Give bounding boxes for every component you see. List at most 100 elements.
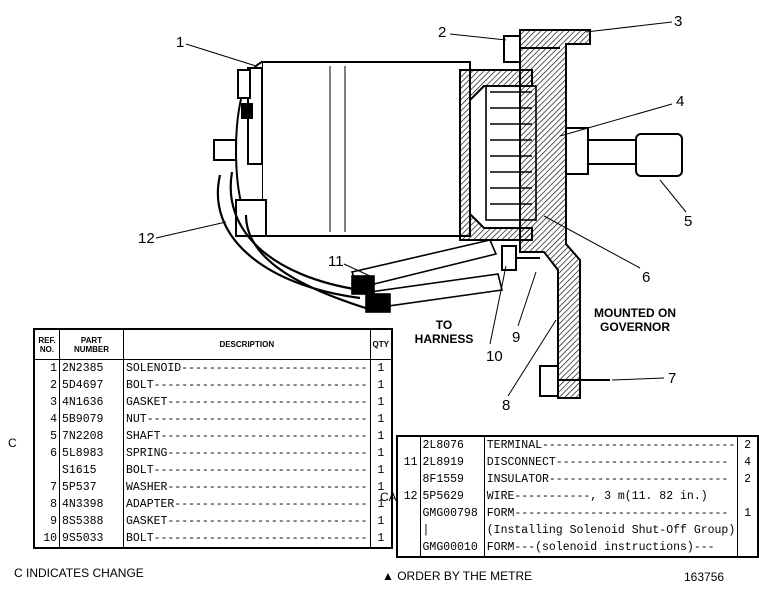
callout-8: 8 bbox=[502, 397, 511, 414]
cell-qty: 1 bbox=[369, 513, 393, 530]
bolt-top bbox=[503, 35, 560, 63]
cell-qty: 1 bbox=[369, 445, 393, 462]
col-description: DESCRIPTION bbox=[123, 328, 371, 360]
drawing-number: 163756 bbox=[684, 570, 725, 584]
leader-lines bbox=[155, 21, 687, 397]
callout-6: 6 bbox=[642, 269, 651, 286]
cell-desc: (Installing Solenoid Shut-Off Group) bbox=[483, 522, 739, 539]
cell-desc: ADAPTER---------------------------- bbox=[123, 496, 371, 513]
cell-qty: 1 bbox=[369, 496, 393, 513]
shaft bbox=[565, 127, 683, 177]
cell-desc: TERMINAL---------------------------- bbox=[483, 436, 739, 454]
order-note: ▲ ORDER BY THE METRE bbox=[382, 569, 533, 583]
col-part-number: PART NUMBER bbox=[59, 328, 124, 360]
bolt-left bbox=[501, 245, 540, 271]
cell-desc: BOLT------------------------------- bbox=[123, 530, 371, 548]
cell-ref: 10 bbox=[33, 530, 60, 548]
callout-11: 11 bbox=[328, 253, 344, 270]
cell-ref: 3 bbox=[33, 394, 60, 411]
change-mark-ca: CA bbox=[380, 490, 397, 504]
connectors bbox=[350, 239, 503, 313]
cell-desc: SPRING----------------------------- bbox=[123, 445, 371, 462]
housing-section bbox=[459, 29, 591, 399]
table-row: |(Installing Solenoid Shut-Off Group) bbox=[396, 522, 759, 539]
cell-ref bbox=[396, 471, 421, 488]
cell-part: S1615 bbox=[59, 462, 124, 479]
cell-part: | bbox=[419, 522, 485, 539]
note-mounted-on-governor: MOUNTED ON GOVERNOR bbox=[594, 306, 676, 334]
cell-part: 5D4697 bbox=[59, 377, 124, 394]
cell-ref bbox=[396, 436, 421, 454]
col-ref: REF. NO. bbox=[33, 328, 60, 360]
cell-part: 4N1636 bbox=[59, 394, 124, 411]
cell-desc: BOLT------------------------------- bbox=[123, 462, 371, 479]
cell-ref: 2 bbox=[33, 377, 60, 394]
cell-qty: 1 bbox=[369, 394, 393, 411]
cell-part: GMG00010 bbox=[419, 539, 485, 557]
cell-qty: 1 bbox=[369, 462, 393, 479]
cell-desc: FORM------------------------------- bbox=[483, 505, 739, 522]
cell-ref: 6 bbox=[33, 445, 60, 462]
cell-part: 7N2208 bbox=[59, 428, 124, 445]
cell-desc: BOLT------------------------------- bbox=[123, 377, 371, 394]
cell-qty: 1 bbox=[369, 359, 393, 377]
callout-9: 9 bbox=[512, 329, 521, 346]
cell-qty: 1 bbox=[369, 377, 393, 394]
cell-qty: 1 bbox=[369, 428, 393, 445]
callout-10: 10 bbox=[486, 348, 503, 365]
cell-ref bbox=[396, 539, 421, 557]
cell-part: 2L8076 bbox=[419, 436, 485, 454]
cell-ref: 8 bbox=[33, 496, 60, 513]
cell-qty bbox=[737, 488, 759, 505]
order-note-text: ORDER BY THE METRE bbox=[397, 569, 533, 583]
cell-desc: SOLENOID--------------------------- bbox=[123, 359, 371, 377]
cell-part: 5L8983 bbox=[59, 445, 124, 462]
cell-qty: 2 bbox=[737, 471, 759, 488]
cell-part: GMG00798 bbox=[419, 505, 485, 522]
cell-ref: 9 bbox=[33, 513, 60, 530]
cell-part: 5P537 bbox=[59, 479, 124, 496]
callout-5: 5 bbox=[684, 213, 693, 230]
cell-ref bbox=[33, 462, 60, 479]
cell-part: 8F1559 bbox=[419, 471, 485, 488]
cell-part: 8S5388 bbox=[59, 513, 124, 530]
cell-ref: 12 bbox=[396, 488, 421, 505]
cell-ref: 4 bbox=[33, 411, 60, 428]
change-note: C INDICATES CHANGE bbox=[14, 566, 144, 580]
bolt-bottom bbox=[539, 365, 610, 397]
cell-part: 2N2385 bbox=[59, 359, 124, 377]
cell-ref bbox=[396, 505, 421, 522]
cell-part: 9S5033 bbox=[59, 530, 124, 548]
cell-part: 5B9079 bbox=[59, 411, 124, 428]
callout-1: 1 bbox=[176, 34, 185, 51]
cell-desc: GASKET----------------------------- bbox=[123, 394, 371, 411]
callout-4: 4 bbox=[676, 93, 685, 110]
cell-ref: 7 bbox=[33, 479, 60, 496]
cell-ref bbox=[396, 522, 421, 539]
cell-desc: WASHER----------------------------- bbox=[123, 479, 371, 496]
spring-coils bbox=[485, 85, 537, 221]
cell-ref: 5 bbox=[33, 428, 60, 445]
cell-part: 4N3398 bbox=[59, 496, 124, 513]
cell-desc: INSULATOR-------------------------- bbox=[483, 471, 739, 488]
cell-part: 5P5629 bbox=[419, 488, 485, 505]
cell-desc: GASKET----------------------------- bbox=[123, 513, 371, 530]
wire-harness bbox=[216, 171, 373, 312]
cell-desc: WIRE-----------, 3 m(11. 82 in.) bbox=[483, 488, 739, 505]
cell-ref: 1 bbox=[33, 359, 60, 377]
